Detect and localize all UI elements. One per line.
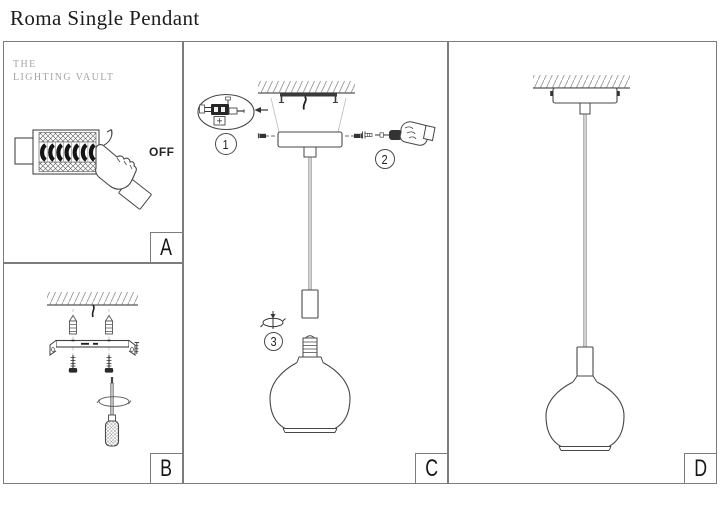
panel-label-a: A (150, 232, 183, 263)
globe-bulb-drawing (269, 335, 351, 433)
pointing-hand-icon (95, 144, 152, 210)
hand-with-screwdriver-icon (362, 121, 436, 146)
assembled-pendant-drawing (545, 87, 625, 451)
wiring-detail-callout (197, 93, 255, 131)
panel-label-c: C (415, 453, 448, 484)
ceiling-hatch (47, 292, 138, 306)
mounting-bracket-drawing (49, 339, 136, 356)
panel-c-drawing (197, 81, 436, 433)
step-2-badge: 2 (375, 149, 395, 169)
wall-anchor-icon (104, 314, 114, 335)
mounting-screw-icon (104, 355, 114, 373)
brand-line1: THE (13, 59, 37, 70)
ceiling-bracket-drawing (279, 92, 338, 103)
mounting-screw-icon (68, 355, 78, 373)
switch-direction-arrow-icon (103, 129, 113, 146)
alignment-guides (270, 97, 347, 133)
screwdriver-icon (96, 377, 132, 447)
panel-divider-right (447, 41, 449, 484)
side-screw-icon (345, 133, 363, 139)
breaker-panel-drawing (14, 129, 100, 175)
panel-d-drawing (533, 75, 630, 451)
wall-anchor-icon (68, 314, 78, 335)
socket-drawing (301, 289, 319, 319)
panel-label-b: B (150, 453, 183, 484)
ceiling-hatch (533, 75, 630, 89)
insert-arrow-icon (254, 107, 268, 113)
ceiling-wire (91, 304, 95, 318)
small-screw-icon (134, 342, 139, 354)
step-3-badge: 3 (264, 332, 283, 351)
screw-in-rotation-icon (260, 311, 286, 329)
off-label: OFF (149, 145, 175, 159)
breaker-levers-off (39, 143, 96, 162)
panel-label-d: D (684, 453, 717, 484)
side-screw-icon (257, 133, 275, 139)
panel-a-drawing (14, 129, 152, 210)
page-title: Roma Single Pendant (10, 6, 200, 30)
brand-line2: LIGHTING VAULT (13, 72, 115, 83)
panel-divider-ab (3, 262, 183, 264)
panel-b-drawing (47, 292, 139, 447)
brand-logo: THE LIGHTING VAULT (13, 58, 114, 84)
canopy-drawing (277, 131, 343, 158)
alignment-guides (72, 309, 110, 367)
pendant-cord (308, 157, 312, 290)
step-1-badge: 1 (215, 133, 237, 155)
ceiling-hatch (258, 81, 355, 94)
ceiling-wire (302, 96, 307, 110)
